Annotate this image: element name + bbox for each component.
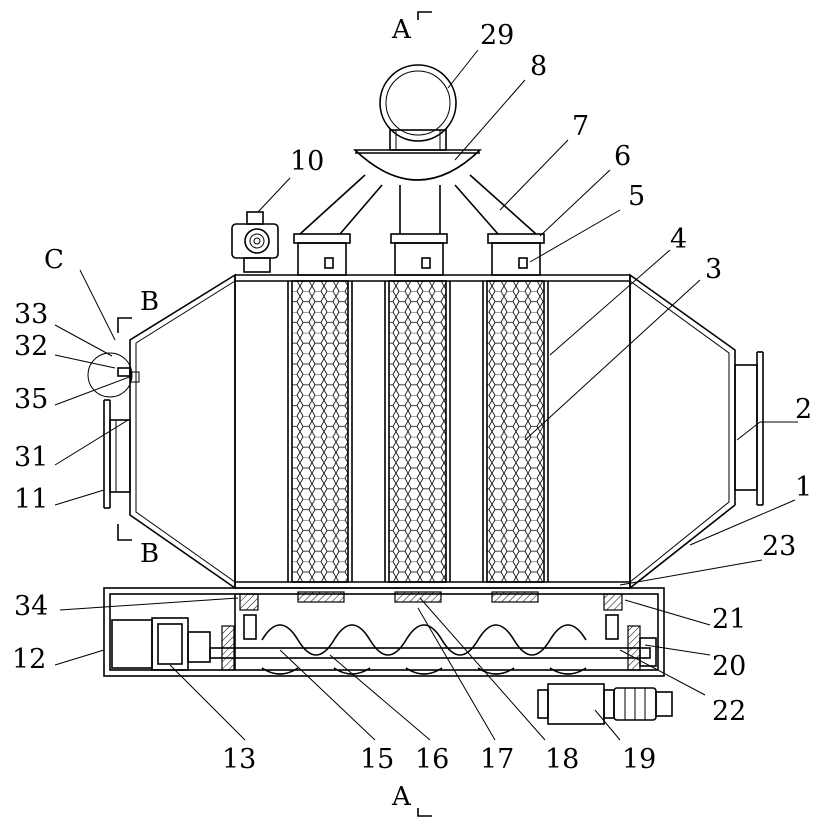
label-2: 2 — [795, 394, 812, 425]
label-15: 15 — [360, 744, 394, 775]
label-22: 22 — [712, 696, 746, 727]
top-fan-motor — [232, 212, 278, 272]
label-32: 32 — [14, 331, 48, 362]
label-4: 4 — [670, 224, 687, 255]
label-35: 35 — [14, 384, 48, 415]
filter-bed-2 — [389, 281, 446, 582]
label-18: 18 — [545, 744, 579, 775]
label-10: 10 — [290, 146, 324, 177]
latch — [118, 368, 130, 376]
top-hoppers — [294, 234, 544, 275]
outlet-pipe — [735, 352, 763, 505]
label-13: 13 — [222, 744, 256, 775]
label-17: 17 — [480, 744, 514, 775]
label-20: 20 — [712, 651, 746, 682]
section-b-bottom: B — [140, 539, 159, 569]
distribution-pipes — [300, 175, 536, 234]
label-12: 12 — [12, 644, 46, 675]
label-6: 6 — [614, 141, 631, 172]
inlet-pipe — [104, 400, 130, 508]
label-11: 11 — [14, 484, 48, 515]
label-7: 7 — [572, 111, 589, 142]
section-b-top: B — [140, 287, 159, 317]
label-16: 16 — [415, 744, 449, 775]
label-1: 1 — [795, 472, 812, 503]
label-8: 8 — [530, 51, 547, 82]
label-23: 23 — [762, 531, 796, 562]
label-3: 3 — [705, 254, 722, 285]
filter-bed-1 — [292, 281, 348, 582]
label-34: 34 — [14, 591, 48, 622]
section-a-top: A — [391, 15, 412, 45]
discharge-valve — [538, 684, 672, 724]
label-33: 33 — [14, 299, 48, 330]
label-29: 29 — [480, 20, 514, 51]
label-21: 21 — [712, 604, 746, 635]
label-19: 19 — [622, 744, 656, 775]
section-a-bottom: A — [391, 782, 412, 812]
riser-pipe — [390, 130, 446, 150]
filter-bed-3 — [487, 281, 544, 582]
drive-motor — [112, 618, 210, 670]
label-5: 5 — [628, 181, 645, 212]
collector-dish — [355, 150, 480, 180]
section-c: C — [44, 245, 64, 275]
label-31: 31 — [14, 442, 48, 473]
